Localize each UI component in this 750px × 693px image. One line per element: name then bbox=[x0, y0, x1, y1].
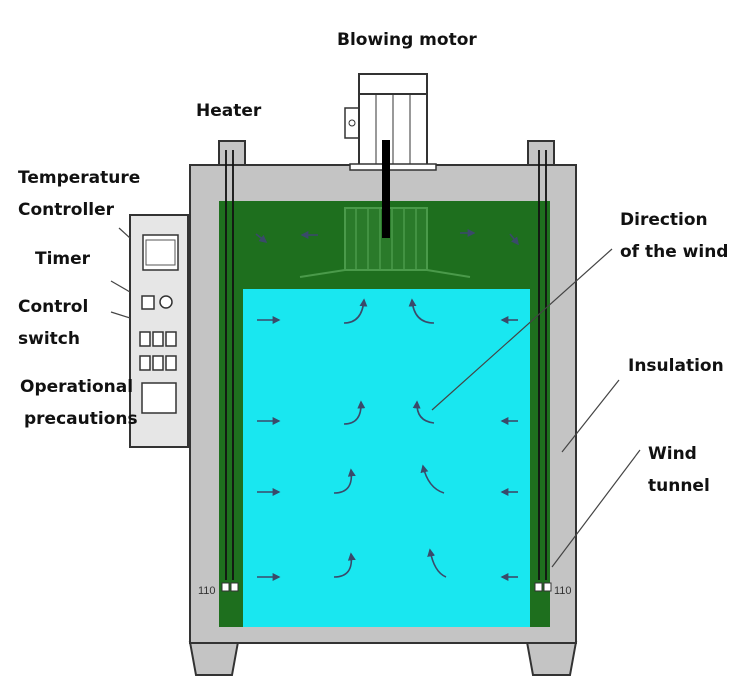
right-heater-number: 110 bbox=[554, 585, 572, 597]
right-heater-tube bbox=[527, 140, 555, 592]
left-heater-tube bbox=[218, 140, 246, 592]
insulation-label: Insulation bbox=[628, 356, 724, 376]
control-switch-buttons bbox=[139, 331, 177, 371]
right-leg bbox=[525, 641, 578, 676]
heater-label: Heater bbox=[196, 101, 262, 121]
timer-button bbox=[141, 295, 155, 310]
operational-precautions-plate bbox=[141, 382, 177, 414]
operational-precautions-label: Operational precautions bbox=[20, 377, 138, 429]
blowing-motor-label: Blowing motor bbox=[337, 30, 477, 50]
work-chamber bbox=[243, 289, 530, 627]
timer-knob bbox=[159, 295, 173, 309]
fan-outlet bbox=[299, 269, 471, 278]
left-heater-number: 110 bbox=[198, 585, 216, 597]
temperature-controller-display bbox=[142, 234, 179, 271]
temperature-controller-label: Temperature Controller bbox=[18, 168, 141, 220]
left-leg bbox=[188, 641, 240, 676]
blowing-motor bbox=[344, 73, 437, 238]
wind-tunnel-label: Wind tunnel bbox=[648, 444, 710, 496]
direction-of-wind-label: Direction of the wind bbox=[620, 210, 729, 262]
timer-label: Timer bbox=[35, 249, 91, 269]
leader-lines bbox=[110, 227, 641, 568]
control-switch-label: Control switch bbox=[18, 297, 89, 349]
airflow-arrows bbox=[255, 229, 519, 581]
